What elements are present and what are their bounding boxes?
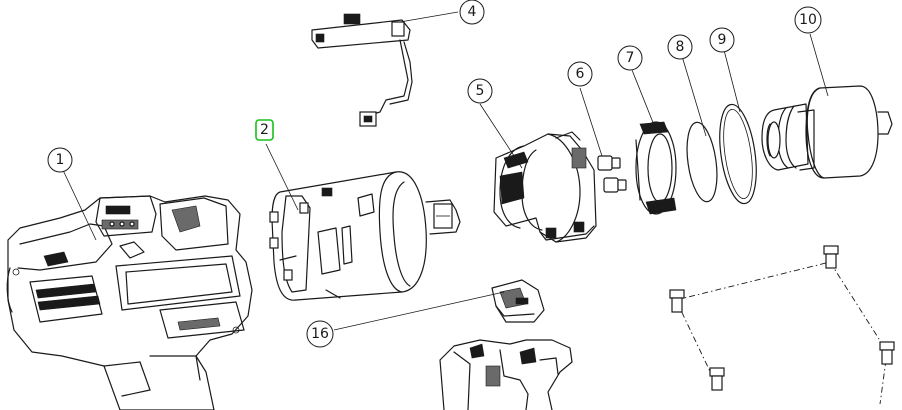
screw-a [669, 289, 685, 313]
callout-2-highlighted: 2 [255, 119, 274, 141]
screw-c [879, 341, 895, 365]
part-motor [269, 171, 461, 301]
part-clutch-assembly [761, 85, 893, 179]
callout-16-label: 16 [311, 326, 329, 342]
callout-4: 4 [459, 0, 485, 25]
part-gasket [719, 103, 757, 205]
part-switch-cable [311, 13, 413, 127]
callout-10-label: 10 [799, 12, 817, 28]
callout-6: 6 [567, 61, 593, 87]
callout-7: 7 [617, 45, 643, 71]
highlight-box [255, 119, 274, 141]
screw-b [823, 245, 839, 269]
callout-9-label: 9 [718, 32, 727, 48]
part-bracket [491, 279, 545, 323]
callout-10: 10 [794, 6, 822, 34]
screw-d [709, 367, 725, 391]
callout-8: 8 [667, 34, 693, 60]
part-pins [597, 155, 627, 193]
callout-8-label: 8 [676, 39, 685, 55]
part-washer [686, 121, 718, 203]
callout-5-label: 5 [476, 83, 485, 99]
part-lower-housing [439, 339, 573, 410]
callout-6-label: 6 [576, 66, 585, 82]
callout-7-label: 7 [626, 50, 635, 66]
part-screws [669, 245, 895, 405]
callout-1-label: 1 [56, 152, 65, 168]
part-housing [6, 195, 253, 410]
callout-9: 9 [709, 27, 735, 53]
callout-1: 1 [47, 147, 73, 173]
callout-5: 5 [467, 78, 493, 104]
callout-2-label: 2 [260, 122, 269, 138]
part-gear-housing [493, 131, 597, 243]
leader-lines [61, 11, 829, 331]
callout-4-label: 4 [468, 4, 477, 20]
part-ring-gear [635, 121, 677, 215]
callout-16: 16 [306, 320, 334, 348]
